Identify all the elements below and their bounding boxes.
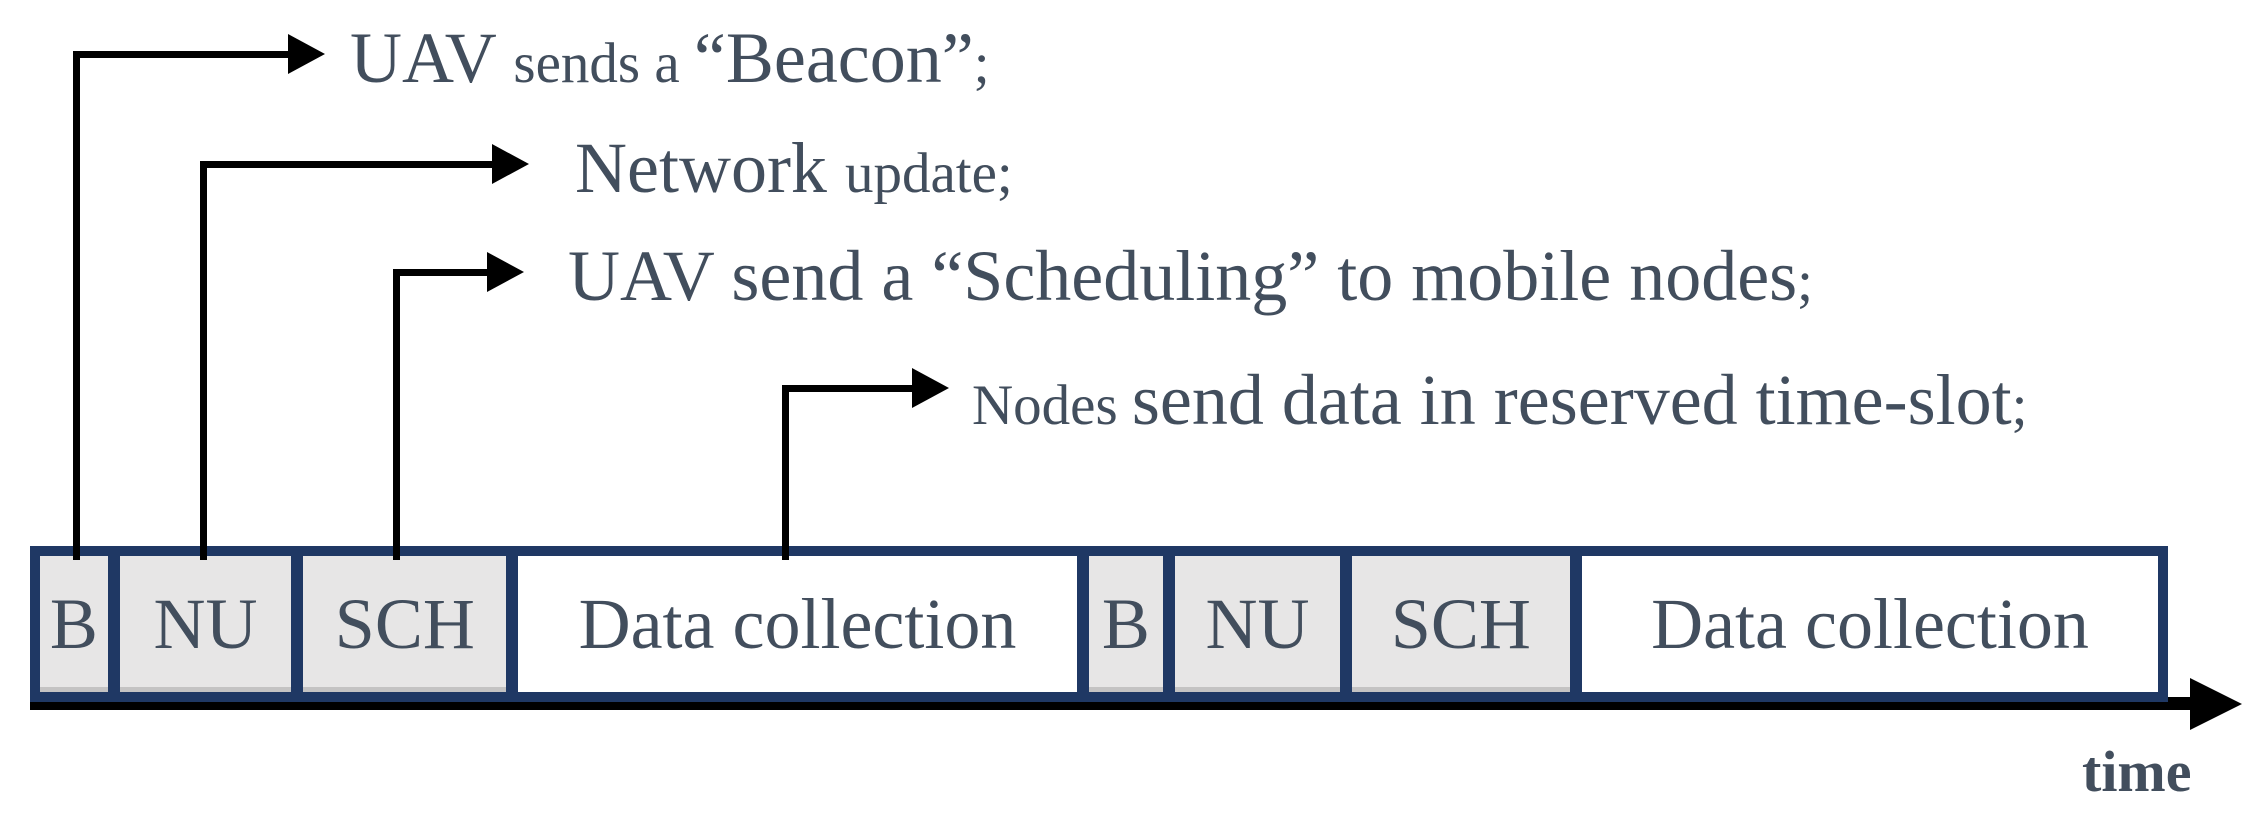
tdma-frame-bar: B NU SCH Data collection B NU SCH Data c… [30,546,2168,702]
annotation-data-slot: Nodes send data in reserved time-slot; [972,359,2027,442]
network-update-arrow-head-icon [492,144,529,184]
frame2-slot-network-update: NU [1175,556,1340,692]
annotation-beacon-text-small: sends a [513,32,694,95]
data-slot-arrow-head-icon [912,368,949,408]
beacon-arrow-vertical-line [73,54,80,560]
frame1-slot-data-collection: Data collection [518,556,1077,692]
annotation-data-slot-semicolon: ; [2011,374,2028,437]
frame2-slot-data-collection: Data collection [1581,556,2158,692]
scheduling-arrow-horizontal-line [393,269,487,276]
annotation-network-update: Network update; [575,127,1013,210]
annotation-scheduling-semicolon: ; [1797,250,1814,313]
annotation-beacon-text-large: UAV [350,18,514,98]
data-slot-arrow-vertical-line [782,388,789,560]
frame1-slot-beacon: B [40,556,108,692]
time-axis-label: time [2082,739,2192,804]
beacon-arrow-head-icon [288,34,325,74]
annotation-beacon: UAV sends a “Beacon”; [350,17,990,100]
frame1-slot-scheduling: SCH [303,556,507,692]
annotation-beacon-quote: “Beacon” [693,18,974,98]
time-axis-arrowhead-icon [2190,678,2242,730]
network-update-arrow-vertical-line [200,164,207,560]
annotation-network-text-large: Network [575,128,845,208]
frame2-slot-beacon: B [1088,556,1164,692]
annotation-beacon-semicolon: ; [973,32,990,95]
frame1-slot-network-update: NU [119,556,292,692]
data-slot-arrow-horizontal-line [782,385,912,392]
scheduling-arrow-head-icon [487,252,524,292]
beacon-arrow-horizontal-line [73,51,288,58]
annotation-network-text-small: update; [844,142,1013,205]
scheduling-arrow-vertical-line [393,272,400,560]
annotation-scheduling-text-large: UAV send a “Scheduling” to mobile nodes [568,236,1798,316]
annotation-scheduling: UAV send a “Scheduling” to mobile nodes; [568,235,1813,318]
annotation-data-slot-text-small: Nodes [972,374,1132,437]
network-update-arrow-horizontal-line [200,161,492,168]
frame2-slot-scheduling: SCH [1351,556,1570,692]
annotation-data-slot-text-large: send data in reserved time-slot [1131,360,2012,440]
